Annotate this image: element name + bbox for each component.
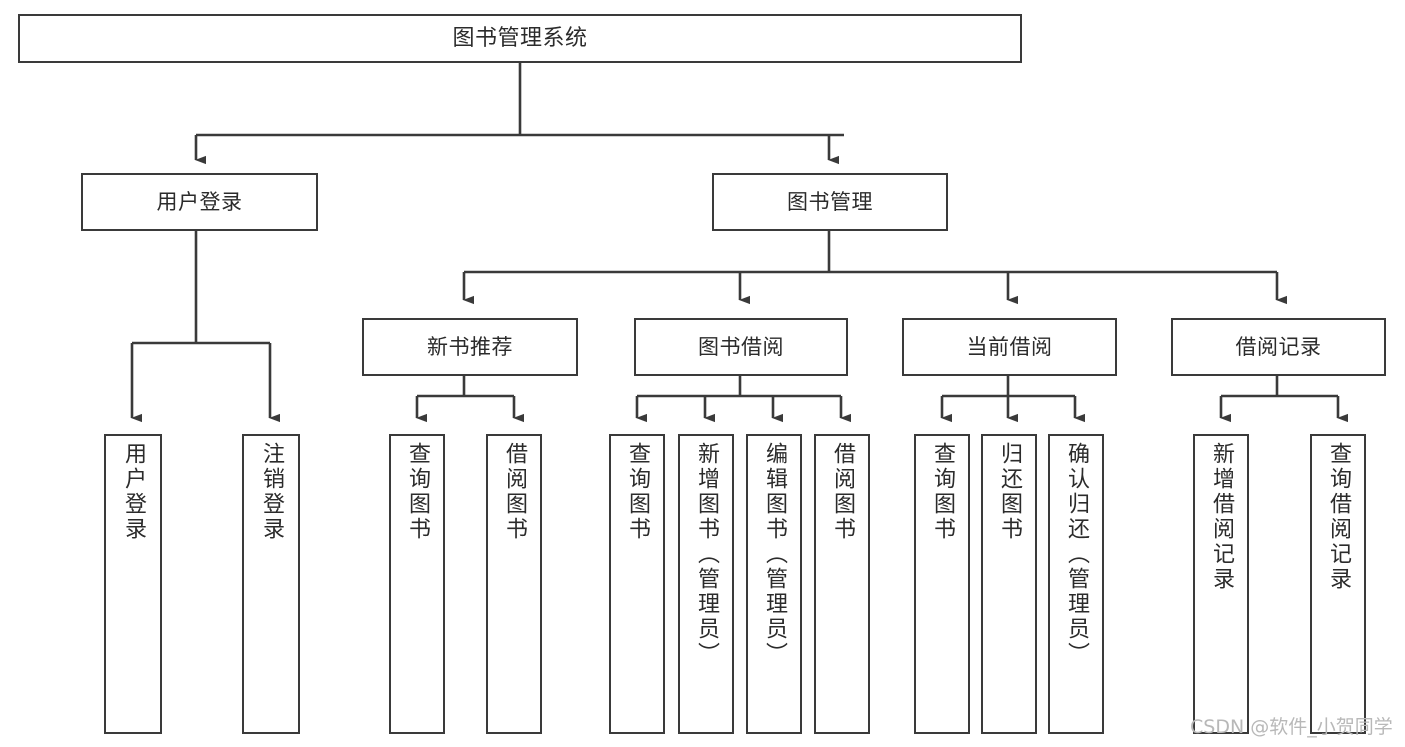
node-user-login[interactable]: 用户登录 [81, 173, 318, 231]
node-borrow-record-label: 借阅记录 [1235, 334, 1322, 359]
node-leaf-query-book-3[interactable]: 查询图书 [914, 434, 970, 734]
node-root-label: 图书管理系统 [452, 25, 588, 51]
node-new-book-rec-label: 新书推荐 [427, 334, 513, 359]
node-book-manage[interactable]: 图书管理 [712, 173, 948, 231]
node-leaf-edit-book[interactable]: 编辑图书（管理员） [746, 434, 802, 734]
node-leaf-borrow-book-1-label: 借阅图书 [502, 442, 527, 542]
node-leaf-query-book-2-label: 查询图书 [625, 442, 650, 542]
node-leaf-query-book-1[interactable]: 查询图书 [389, 434, 445, 734]
node-leaf-user-login[interactable]: 用户登录 [104, 434, 162, 734]
node-leaf-query-book-2[interactable]: 查询图书 [609, 434, 665, 734]
node-leaf-query-record-label: 查询借阅记录 [1326, 442, 1351, 592]
node-leaf-query-record[interactable]: 查询借阅记录 [1310, 434, 1366, 734]
node-leaf-query-book-1-label: 查询图书 [405, 442, 430, 542]
node-leaf-logout-login[interactable]: 注销登录 [242, 434, 300, 734]
node-book-borrow-label: 图书借阅 [698, 334, 784, 359]
node-leaf-query-book-3-label: 查询图书 [930, 442, 955, 542]
node-leaf-borrow-book-2-label: 借阅图书 [830, 442, 855, 542]
node-current-borrow[interactable]: 当前借阅 [902, 318, 1117, 376]
node-leaf-return-book-label: 归还图书 [997, 442, 1022, 542]
node-leaf-add-record[interactable]: 新增借阅记录 [1193, 434, 1249, 734]
node-leaf-confirm-return[interactable]: 确认归还（管理员） [1048, 434, 1104, 734]
node-leaf-user-login-label: 用户登录 [121, 442, 146, 542]
node-leaf-logout-login-label: 注销登录 [259, 442, 284, 542]
node-leaf-borrow-book-1[interactable]: 借阅图书 [486, 434, 542, 734]
node-leaf-add-book-label: 新增图书（管理员） [694, 442, 719, 667]
node-leaf-return-book[interactable]: 归还图书 [981, 434, 1037, 734]
node-leaf-edit-book-label: 编辑图书（管理员） [762, 442, 787, 667]
csdn-watermark: CSDN @软件_小贺同学 [1190, 716, 1393, 738]
node-book-borrow[interactable]: 图书借阅 [634, 318, 848, 376]
node-leaf-confirm-return-label: 确认归还（管理员） [1064, 442, 1089, 667]
node-root[interactable]: 图书管理系统 [18, 14, 1022, 63]
node-current-borrow-label: 当前借阅 [966, 334, 1053, 359]
node-user-login-label: 用户登录 [156, 189, 243, 214]
node-leaf-borrow-book-2[interactable]: 借阅图书 [814, 434, 870, 734]
node-borrow-record[interactable]: 借阅记录 [1171, 318, 1386, 376]
node-new-book-rec[interactable]: 新书推荐 [362, 318, 578, 376]
node-book-manage-label: 图书管理 [787, 189, 873, 214]
node-leaf-add-record-label: 新增借阅记录 [1209, 442, 1234, 592]
node-leaf-add-book[interactable]: 新增图书（管理员） [678, 434, 734, 734]
